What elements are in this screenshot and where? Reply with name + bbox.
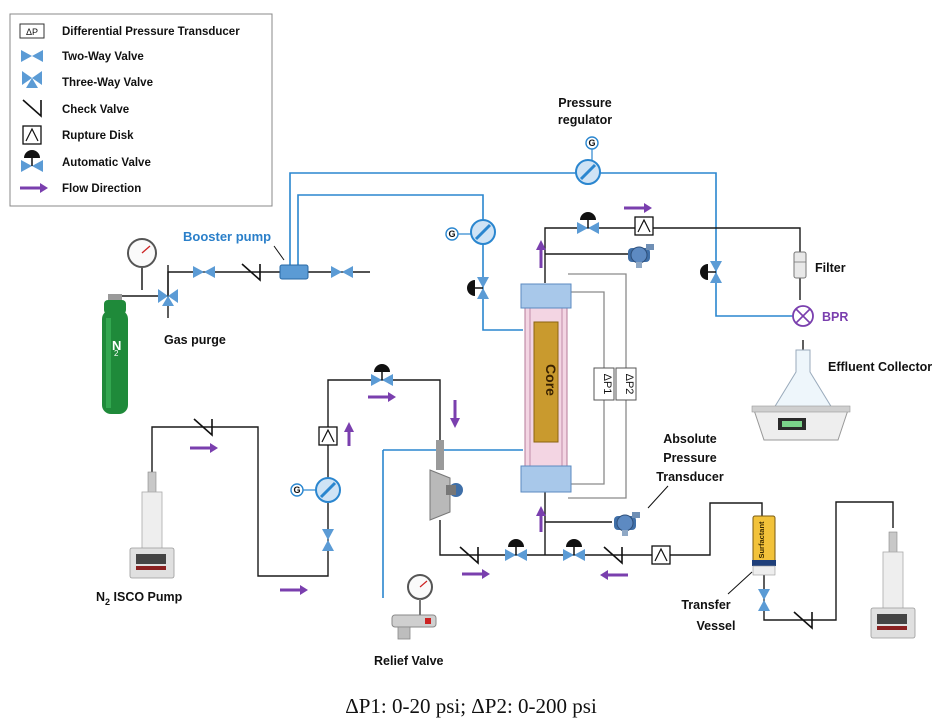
svg-text:G: G xyxy=(448,229,455,239)
legend-item-label: Automatic Valve xyxy=(62,157,151,169)
svg-text:G: G xyxy=(588,138,595,148)
booster-pump-label: Booster pump xyxy=(183,229,271,244)
legend-item-label: Two-Way Valve xyxy=(62,51,144,63)
effluent-collector xyxy=(751,349,851,441)
pressure-regulator-icon xyxy=(314,476,342,504)
automatic-valve-icon xyxy=(466,276,490,300)
pressure-regulator-label: Pressure xyxy=(558,96,612,110)
flow-arrow-icon xyxy=(278,583,310,597)
bpr-label: BPR xyxy=(822,310,848,324)
isco-pump-icon xyxy=(129,471,175,579)
svg-text:ΔP2: ΔP2 xyxy=(623,374,635,395)
core-holder: Core xyxy=(520,283,572,493)
flow-arrow-icon xyxy=(536,240,546,268)
rupture-disk-icon xyxy=(22,125,42,145)
flow-arrow-icon xyxy=(622,201,654,215)
svg-text:N: N xyxy=(112,338,121,353)
flow-arrow-icon xyxy=(460,567,492,581)
two-way-valve-icon xyxy=(193,266,215,278)
automatic-valve-icon xyxy=(699,260,723,284)
svg-text:ΔP: ΔP xyxy=(26,27,38,37)
absolute-pressure-transducer-label: Transducer xyxy=(656,470,724,484)
isco-pump-label: N2 ISCO Pump xyxy=(96,590,183,607)
n2-cylinder: N 2 xyxy=(102,294,128,414)
pipes xyxy=(118,172,894,621)
pressure-gauge-icon xyxy=(127,238,157,290)
flow-arrow-icon xyxy=(536,506,546,532)
figure-caption: ΔP1: 0-20 psi; ΔP2: 0-200 psi xyxy=(345,694,597,718)
automatic-valve-icon xyxy=(576,211,600,235)
two-way-valve-icon xyxy=(322,529,334,551)
absolute-pressure-transducer-label: Pressure xyxy=(663,451,717,465)
flow-arrow-icon xyxy=(366,390,398,404)
svg-text:2: 2 xyxy=(114,349,119,358)
filter-label: Filter xyxy=(815,261,846,275)
legend-item-label: Three-Way Valve xyxy=(62,77,153,89)
booster-pump-leader xyxy=(273,245,285,261)
rupture-disk-icon xyxy=(634,216,654,236)
legend-item-label: Rupture Disk xyxy=(62,130,134,142)
svg-text:G: G xyxy=(293,485,300,495)
flow-arrow-icon xyxy=(188,441,220,455)
isco-pump-icon xyxy=(870,531,916,639)
relief-valve-icon xyxy=(391,574,437,640)
automatic-valve-icon xyxy=(370,363,394,387)
pressure-regulator-icon xyxy=(574,158,602,186)
filter-icon xyxy=(793,251,807,279)
rupture-disk-icon xyxy=(651,545,671,565)
dp2-transducer: ΔP2 xyxy=(615,367,637,401)
pressure-regulator-icon xyxy=(469,218,497,246)
flow-arrow-icon xyxy=(344,422,354,446)
transfer-vessel: Surfactant xyxy=(752,515,776,576)
effluent-collector-label: Effluent Collector xyxy=(828,360,932,374)
absolute-pressure-transducer-icon xyxy=(627,243,655,269)
bpr-icon xyxy=(792,305,814,327)
coriolis-flowmeter-icon xyxy=(429,440,463,521)
dp-transducer-icon: ΔP xyxy=(19,23,45,39)
legend-item-label: Check Valve xyxy=(62,104,129,116)
two-way-valve-icon xyxy=(331,266,353,278)
absolute-pressure-transducer-icon xyxy=(613,511,641,537)
booster-pump xyxy=(279,264,309,280)
flow-arrow-icon xyxy=(598,568,630,582)
core-label: Core xyxy=(543,364,559,396)
pressure-regulator-label: regulator xyxy=(558,113,612,127)
gas-purge-label: Gas purge xyxy=(164,333,226,347)
dp1-transducer: ΔP1 xyxy=(593,367,615,401)
automatic-valve-icon xyxy=(504,538,528,562)
automatic-valve-icon xyxy=(562,538,586,562)
absolute-pressure-transducer-label: Absolute xyxy=(663,432,717,446)
legend: ΔP Differential Pressure Transducer Two-… xyxy=(9,13,273,207)
legend-item-label: Differential Pressure Transducer xyxy=(62,26,240,38)
two-way-valve-icon xyxy=(758,589,770,611)
transducer-leader xyxy=(647,485,669,509)
transfer-vessel-label: Transfer xyxy=(681,598,730,612)
transfer-vessel-label: Vessel xyxy=(697,619,736,633)
rupture-disk-icon xyxy=(318,426,338,446)
transfer-vessel-leader xyxy=(727,571,753,595)
flow-arrow-icon xyxy=(450,400,460,428)
svg-text:ΔP1: ΔP1 xyxy=(601,374,613,395)
legend-item-label: Flow Direction xyxy=(62,183,141,195)
relief-valve-label: Relief Valve xyxy=(374,654,444,668)
surfactant-label: Surfactant xyxy=(757,521,766,559)
